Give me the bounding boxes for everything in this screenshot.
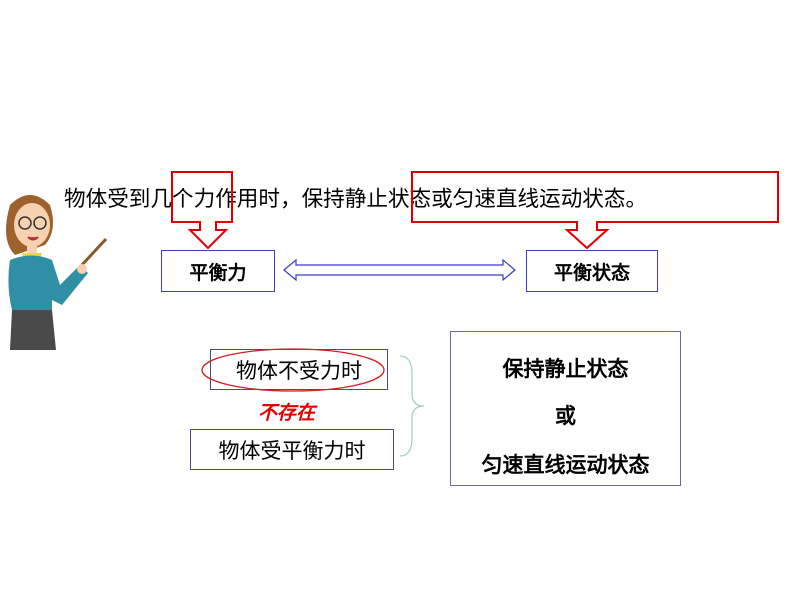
callout-forces xyxy=(171,171,233,250)
sentence-part: 。 xyxy=(625,187,648,212)
balanced-state-label: 平衡状态 xyxy=(553,261,630,284)
sentence-part: 物体受到 xyxy=(64,187,151,212)
result-box: 保持静止状态 或 匀速直线运动状态 xyxy=(450,331,681,486)
teacher-illustration xyxy=(6,195,108,350)
balanced-state-box: 平衡状态 xyxy=(526,250,658,292)
not-exist-label: 不存在 xyxy=(258,402,316,424)
balanced-force-condition-box: 物体受平衡力时 xyxy=(190,429,394,470)
sentence-part: 作用时，保持 xyxy=(215,187,345,212)
result-line-or: 或 xyxy=(555,404,576,428)
brace-icon xyxy=(399,355,425,457)
no-force-label: 物体不受力时 xyxy=(236,358,362,383)
balanced-force-label: 平衡力 xyxy=(189,261,247,284)
definition-sentence: 物体受到几个力作用时，保持静止状态或匀速直线运动状态。 xyxy=(64,182,647,213)
result-line-uniform: 匀速直线运动状态 xyxy=(481,453,650,477)
sentence-highlight-state: 静止状态或匀速直线运动状态 xyxy=(344,187,626,212)
callout-state xyxy=(411,171,779,250)
ellipse-highlight xyxy=(201,348,385,392)
double-arrow-icon xyxy=(283,258,516,282)
sentence-highlight-forces: 几个力 xyxy=(150,187,216,212)
balanced-force-box: 平衡力 xyxy=(161,250,275,292)
balanced-force-condition-label: 物体受平衡力时 xyxy=(218,438,366,463)
result-line-static: 保持静止状态 xyxy=(502,357,629,381)
highlight-callouts xyxy=(171,171,779,282)
